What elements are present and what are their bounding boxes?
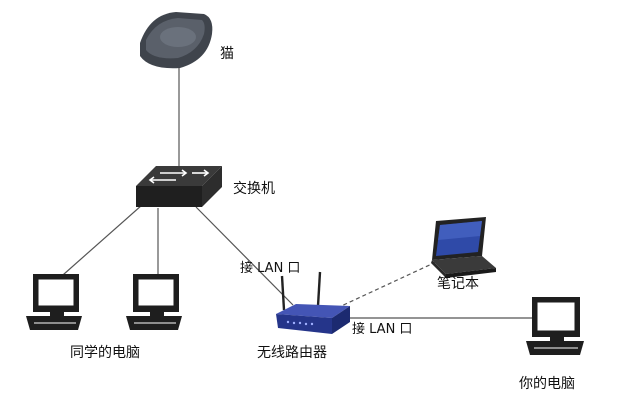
router-laptop-wireless-link	[336, 261, 437, 309]
classmate-pc-1-icon	[26, 274, 82, 330]
switch-icon	[136, 166, 222, 207]
modem-label: 猫	[220, 46, 234, 62]
connection-lines	[54, 58, 532, 319]
switch-router-link-label: 接 LAN 口	[240, 261, 301, 276]
your-pc-label: 你的电脑	[519, 376, 575, 392]
modem-icon	[140, 12, 213, 69]
your-pc-icon	[526, 297, 584, 355]
wireless-router-icon	[276, 271, 350, 334]
switch-classmate-pc1-link	[54, 204, 143, 283]
switch-label: 交换机	[233, 181, 275, 197]
classmate-pc-2-icon	[126, 274, 182, 330]
router-label: 无线路由器	[257, 345, 327, 361]
laptop-icon	[431, 217, 496, 278]
router-pc-link-label: 接 LAN 口	[352, 322, 413, 337]
laptop-label: 笔记本	[437, 276, 479, 292]
classmate-pc-label: 同学的电脑	[70, 345, 140, 361]
switch-router-link	[195, 206, 294, 306]
